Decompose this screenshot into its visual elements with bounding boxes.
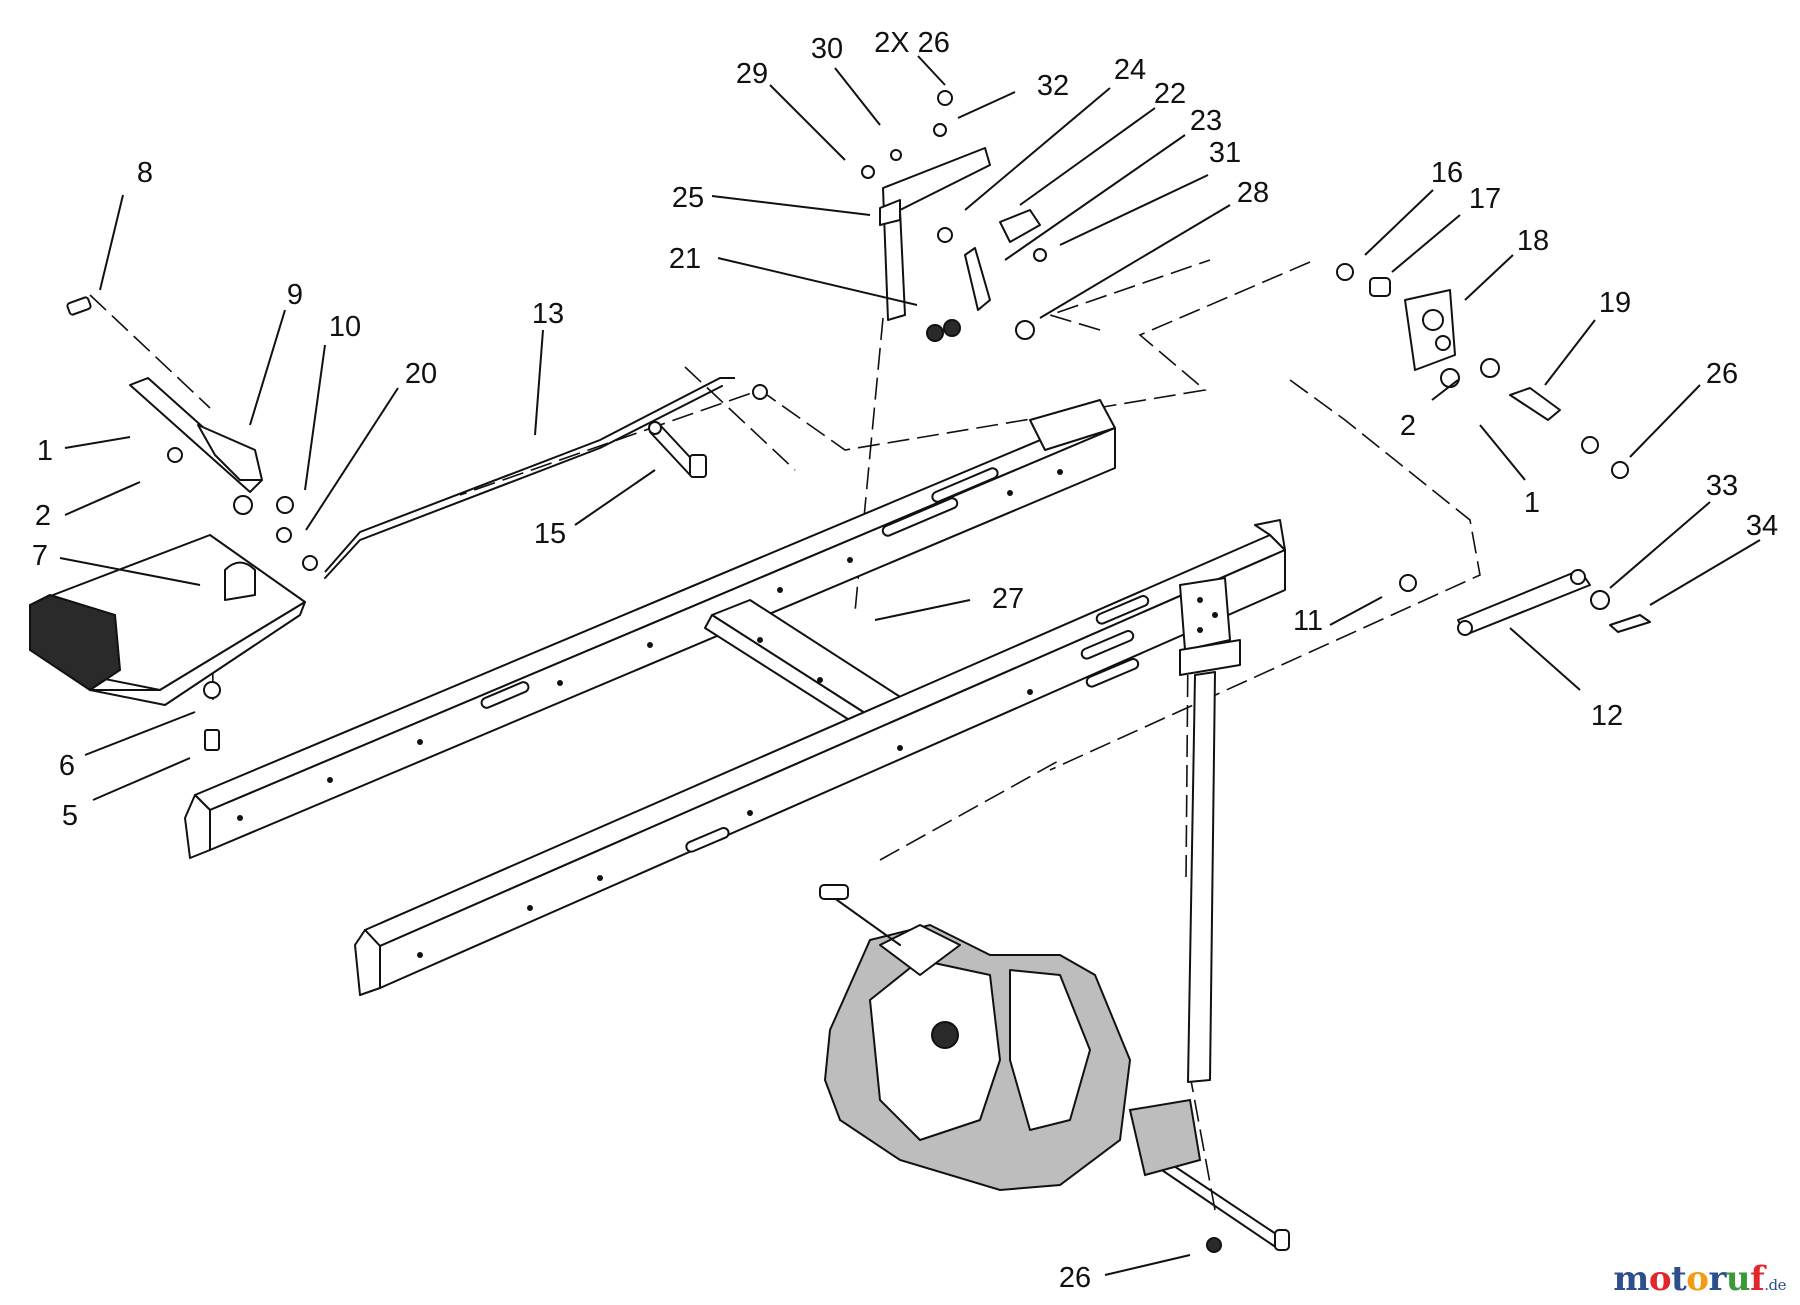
callout-26: 26 xyxy=(1706,358,1738,390)
watermark-letter: m xyxy=(1613,1259,1649,1299)
callout-27: 27 xyxy=(992,583,1024,615)
callout-19: 19 xyxy=(1599,287,1631,319)
frame-rail-lower xyxy=(354,519,1286,996)
callout-34: 34 xyxy=(1746,510,1778,542)
callout-12: 12 xyxy=(1591,700,1623,732)
leader-lines xyxy=(59,55,1761,1276)
callout-30: 30 xyxy=(811,33,843,65)
callout-22: 22 xyxy=(1154,78,1186,110)
callout-32: 32 xyxy=(1037,70,1069,102)
right-linkage xyxy=(1336,263,1651,636)
watermark-letter: r xyxy=(1708,1259,1726,1299)
callout-25: 25 xyxy=(672,182,704,214)
pedal-arm xyxy=(66,296,294,751)
callout-33: 33 xyxy=(1706,470,1738,502)
callout-20: 20 xyxy=(405,358,437,390)
frame-rail-upper xyxy=(184,399,1116,859)
watermark-letter: u xyxy=(1725,1259,1751,1299)
callout-8: 8 xyxy=(137,157,153,189)
callout-2-right: 2 xyxy=(1400,410,1416,442)
callout-2: 2 xyxy=(35,500,51,532)
callout-24: 24 xyxy=(1114,54,1146,86)
watermark-letter: t xyxy=(1671,1259,1687,1299)
watermark-letter: o xyxy=(1648,1259,1672,1299)
callout-17: 17 xyxy=(1469,183,1501,215)
bolt-15 xyxy=(648,421,707,478)
callout-13: 13 xyxy=(532,298,564,330)
callout-16: 16 xyxy=(1431,157,1463,189)
callout-15: 15 xyxy=(534,518,566,550)
callout-31: 31 xyxy=(1209,137,1241,169)
callout-labels: 8 9 10 20 1 2 7 6 5 13 15 27 21 25 29 30… xyxy=(32,27,1778,1294)
watermark-suffix: .de xyxy=(1764,1276,1786,1294)
upper-bracket-assembly xyxy=(861,90,1047,342)
transaxle xyxy=(819,884,1290,1253)
foot-pedal-plate xyxy=(29,534,306,706)
callout-2x26: 2X 26 xyxy=(874,27,950,59)
callout-29: 29 xyxy=(736,58,768,90)
watermark-letter: o xyxy=(1686,1259,1709,1299)
callout-1-right: 1 xyxy=(1524,487,1540,519)
callout-7: 7 xyxy=(32,540,48,572)
callout-5: 5 xyxy=(62,800,78,832)
callout-28: 28 xyxy=(1237,177,1269,209)
vertical-bracket xyxy=(1179,577,1241,1083)
watermark-logo: motoruf.de xyxy=(1613,1259,1786,1299)
callout-23: 23 xyxy=(1190,105,1222,137)
control-rod xyxy=(302,377,768,579)
callout-11: 11 xyxy=(1293,605,1323,637)
assembly-guide-lines xyxy=(89,259,1481,1211)
callout-9: 9 xyxy=(287,279,303,311)
callout-21: 21 xyxy=(669,243,701,275)
callout-6: 6 xyxy=(59,750,75,782)
callout-18: 18 xyxy=(1517,225,1549,257)
callout-1: 1 xyxy=(37,435,53,467)
callout-26-bottom: 26 xyxy=(1059,1262,1091,1294)
watermark-letter: f xyxy=(1750,1259,1765,1299)
callout-10: 10 xyxy=(329,311,361,343)
